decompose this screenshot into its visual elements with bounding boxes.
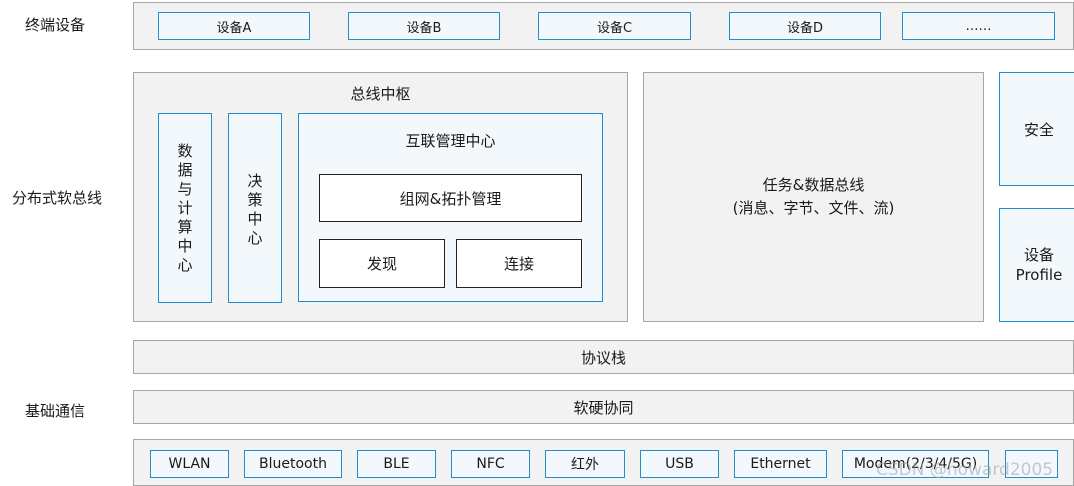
connection-box: 连接	[456, 239, 582, 288]
protocol-modem: Modem(2/3/4/5G)	[842, 450, 989, 478]
task-data-bus-panel: 任务&数据总线 (消息、字节、文件、流)	[643, 72, 984, 322]
bus-hub-title: 总线中枢	[350, 84, 411, 103]
protocol-infrared: 红外	[545, 450, 625, 478]
data-compute-char: 心	[177, 255, 193, 274]
task-data-bus-title: 任务&数据总线	[762, 176, 865, 194]
decision-center: 决 策 中 心	[228, 113, 282, 303]
data-compute-center: 数 据 与 计 算 中 心	[158, 113, 212, 303]
discovery-box: 发现	[319, 239, 445, 288]
protocol-more	[1005, 450, 1058, 478]
device-b-box: 设备B	[348, 12, 500, 40]
data-compute-char: 数	[177, 141, 193, 160]
device-d-box: 设备D	[729, 12, 881, 40]
row-label-softbus: 分布式软总线	[12, 189, 103, 207]
task-data-bus-subtitle: (消息、字节、文件、流)	[732, 199, 895, 217]
device-profile-line2: Profile	[1015, 266, 1063, 284]
data-compute-char: 与	[177, 179, 193, 198]
decision-char: 决	[247, 172, 263, 190]
device-profile-line1: 设备	[1023, 246, 1054, 264]
data-compute-char: 据	[177, 160, 193, 179]
data-compute-char: 算	[177, 217, 193, 236]
device-c-box: 设备C	[538, 12, 691, 40]
protocol-ble: BLE	[357, 450, 436, 478]
protocol-wlan: WLAN	[150, 450, 229, 478]
device-more-box: ……	[902, 12, 1055, 40]
decision-char: 心	[247, 229, 263, 247]
decision-char: 中	[247, 210, 263, 228]
interconnect-title: 互联管理中心	[405, 131, 496, 150]
security-box: 安全	[999, 72, 1074, 186]
data-compute-char: 中	[177, 236, 193, 255]
protocol-stack-bar: 协议栈	[133, 340, 1074, 374]
device-profile-box: 设备 Profile	[999, 208, 1074, 322]
protocol-bluetooth: Bluetooth	[244, 450, 342, 478]
device-a-box: 设备A	[158, 12, 310, 40]
protocol-ethernet: Ethernet	[734, 450, 827, 478]
row-label-terminal: 终端设备	[25, 16, 86, 34]
topology-management-box: 组网&拓扑管理	[319, 174, 582, 222]
protocol-nfc: NFC	[451, 450, 530, 478]
data-compute-char: 计	[177, 198, 193, 217]
protocol-usb: USB	[640, 450, 719, 478]
hw-sw-cooperation-bar: 软硬协同	[133, 390, 1074, 424]
row-label-base-comm: 基础通信	[25, 402, 86, 420]
watermark-text: CSDN @howard2005	[876, 460, 1054, 480]
decision-char: 策	[247, 191, 263, 209]
